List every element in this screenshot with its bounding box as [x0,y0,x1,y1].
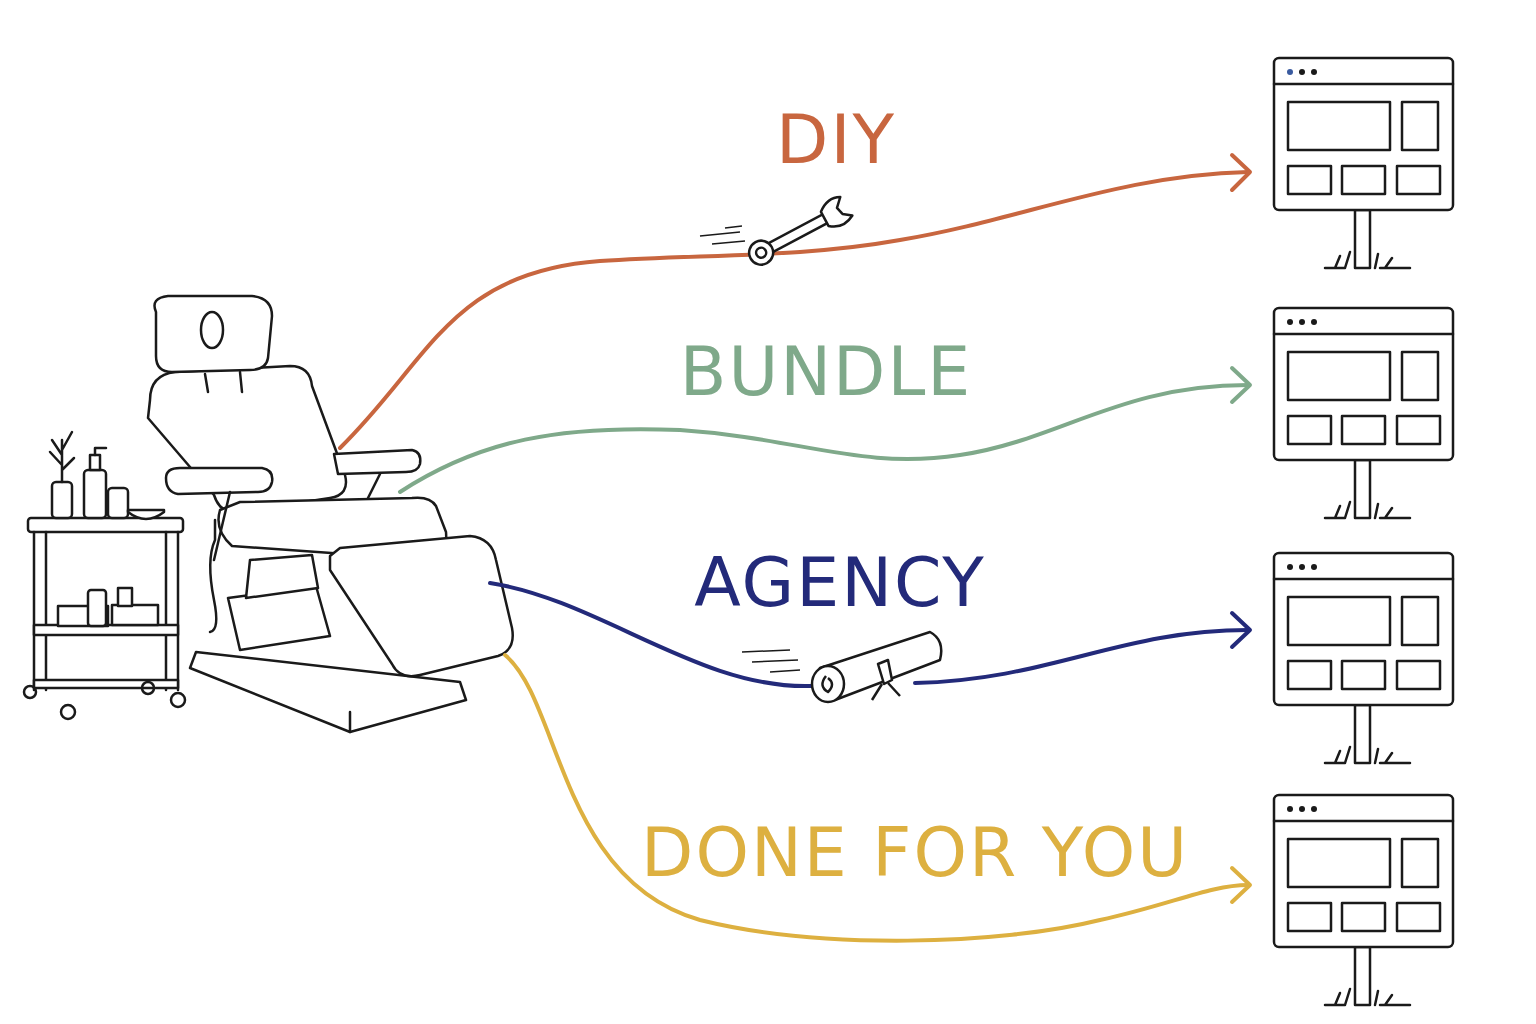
website-sign [1274,795,1453,1005]
route-label: AGENCY [694,549,986,617]
route-label: DONE FOR YOU [641,819,1189,887]
website-sign [1274,553,1453,763]
route-label: DIY [776,106,896,174]
website-sign [1274,308,1453,518]
scroll-icon [742,632,941,702]
arrow-head [1232,155,1250,190]
trolley-cart [24,432,185,719]
arrow-head [1232,368,1250,402]
route-label: BUNDLE [680,338,973,406]
route-curve [915,630,1248,683]
arrow-head [1232,868,1250,902]
wrench-icon [700,194,854,270]
treatment-chair [148,296,513,732]
arrow-head [1232,613,1250,647]
website-sign [1274,58,1453,268]
route-curve [505,655,1248,941]
